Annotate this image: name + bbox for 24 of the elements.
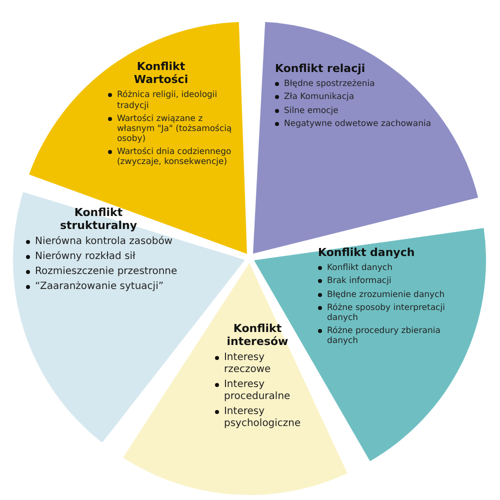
segment-heading: Konflikt relacji bbox=[274, 62, 366, 76]
list-item-text: Interesy rzeczowe bbox=[224, 352, 272, 376]
list-item-text: Różne procedury zbierania danych bbox=[326, 326, 442, 346]
list-item-text: Nierówna kontrola zasobów bbox=[34, 236, 172, 248]
segment-heading: Konflikt interesów bbox=[226, 322, 290, 348]
list-item-text: Błędne spostrzeżenia bbox=[284, 79, 375, 90]
list-item-text: Interesy proceduralne bbox=[224, 379, 292, 404]
segment-heading: Konflikt danych bbox=[318, 246, 416, 260]
list-item-text: Konflikt danych bbox=[326, 263, 392, 274]
list-item-text: Wartości dnia codziennego (zwyczaje, konsekwencje) bbox=[116, 147, 232, 168]
segment-heading: Konflikt strukturalny bbox=[58, 206, 138, 232]
list-item-text: Rozmieszczenie przestronne bbox=[34, 266, 178, 278]
list-item-text: “Zaaranżowanie sytuacji” bbox=[34, 281, 164, 294]
list-item-text: Błędne zrozumienie danych bbox=[326, 290, 445, 300]
list-item-text: Silne emocje bbox=[284, 106, 338, 116]
list-item-text: Różnica religii, ideologii tradycji bbox=[116, 90, 218, 111]
list-item-text: Negatywne odwetowe zachowania bbox=[284, 118, 432, 129]
list-item-text: Wartości związane z własnym "Ja" (tożsamością osoby) bbox=[116, 114, 233, 144]
list-item-text: Brak informacji bbox=[326, 276, 392, 287]
segment-heading: Konflikt Wartości bbox=[132, 60, 190, 86]
list-item-text: Zła Komunikacja bbox=[284, 92, 354, 103]
list-item-text: Różne sposoby interpretacji danych bbox=[326, 302, 446, 324]
list-item-text: Interesy psychologiczne bbox=[224, 406, 301, 430]
list-item-text: Nierówny rozkład sił bbox=[34, 251, 136, 264]
